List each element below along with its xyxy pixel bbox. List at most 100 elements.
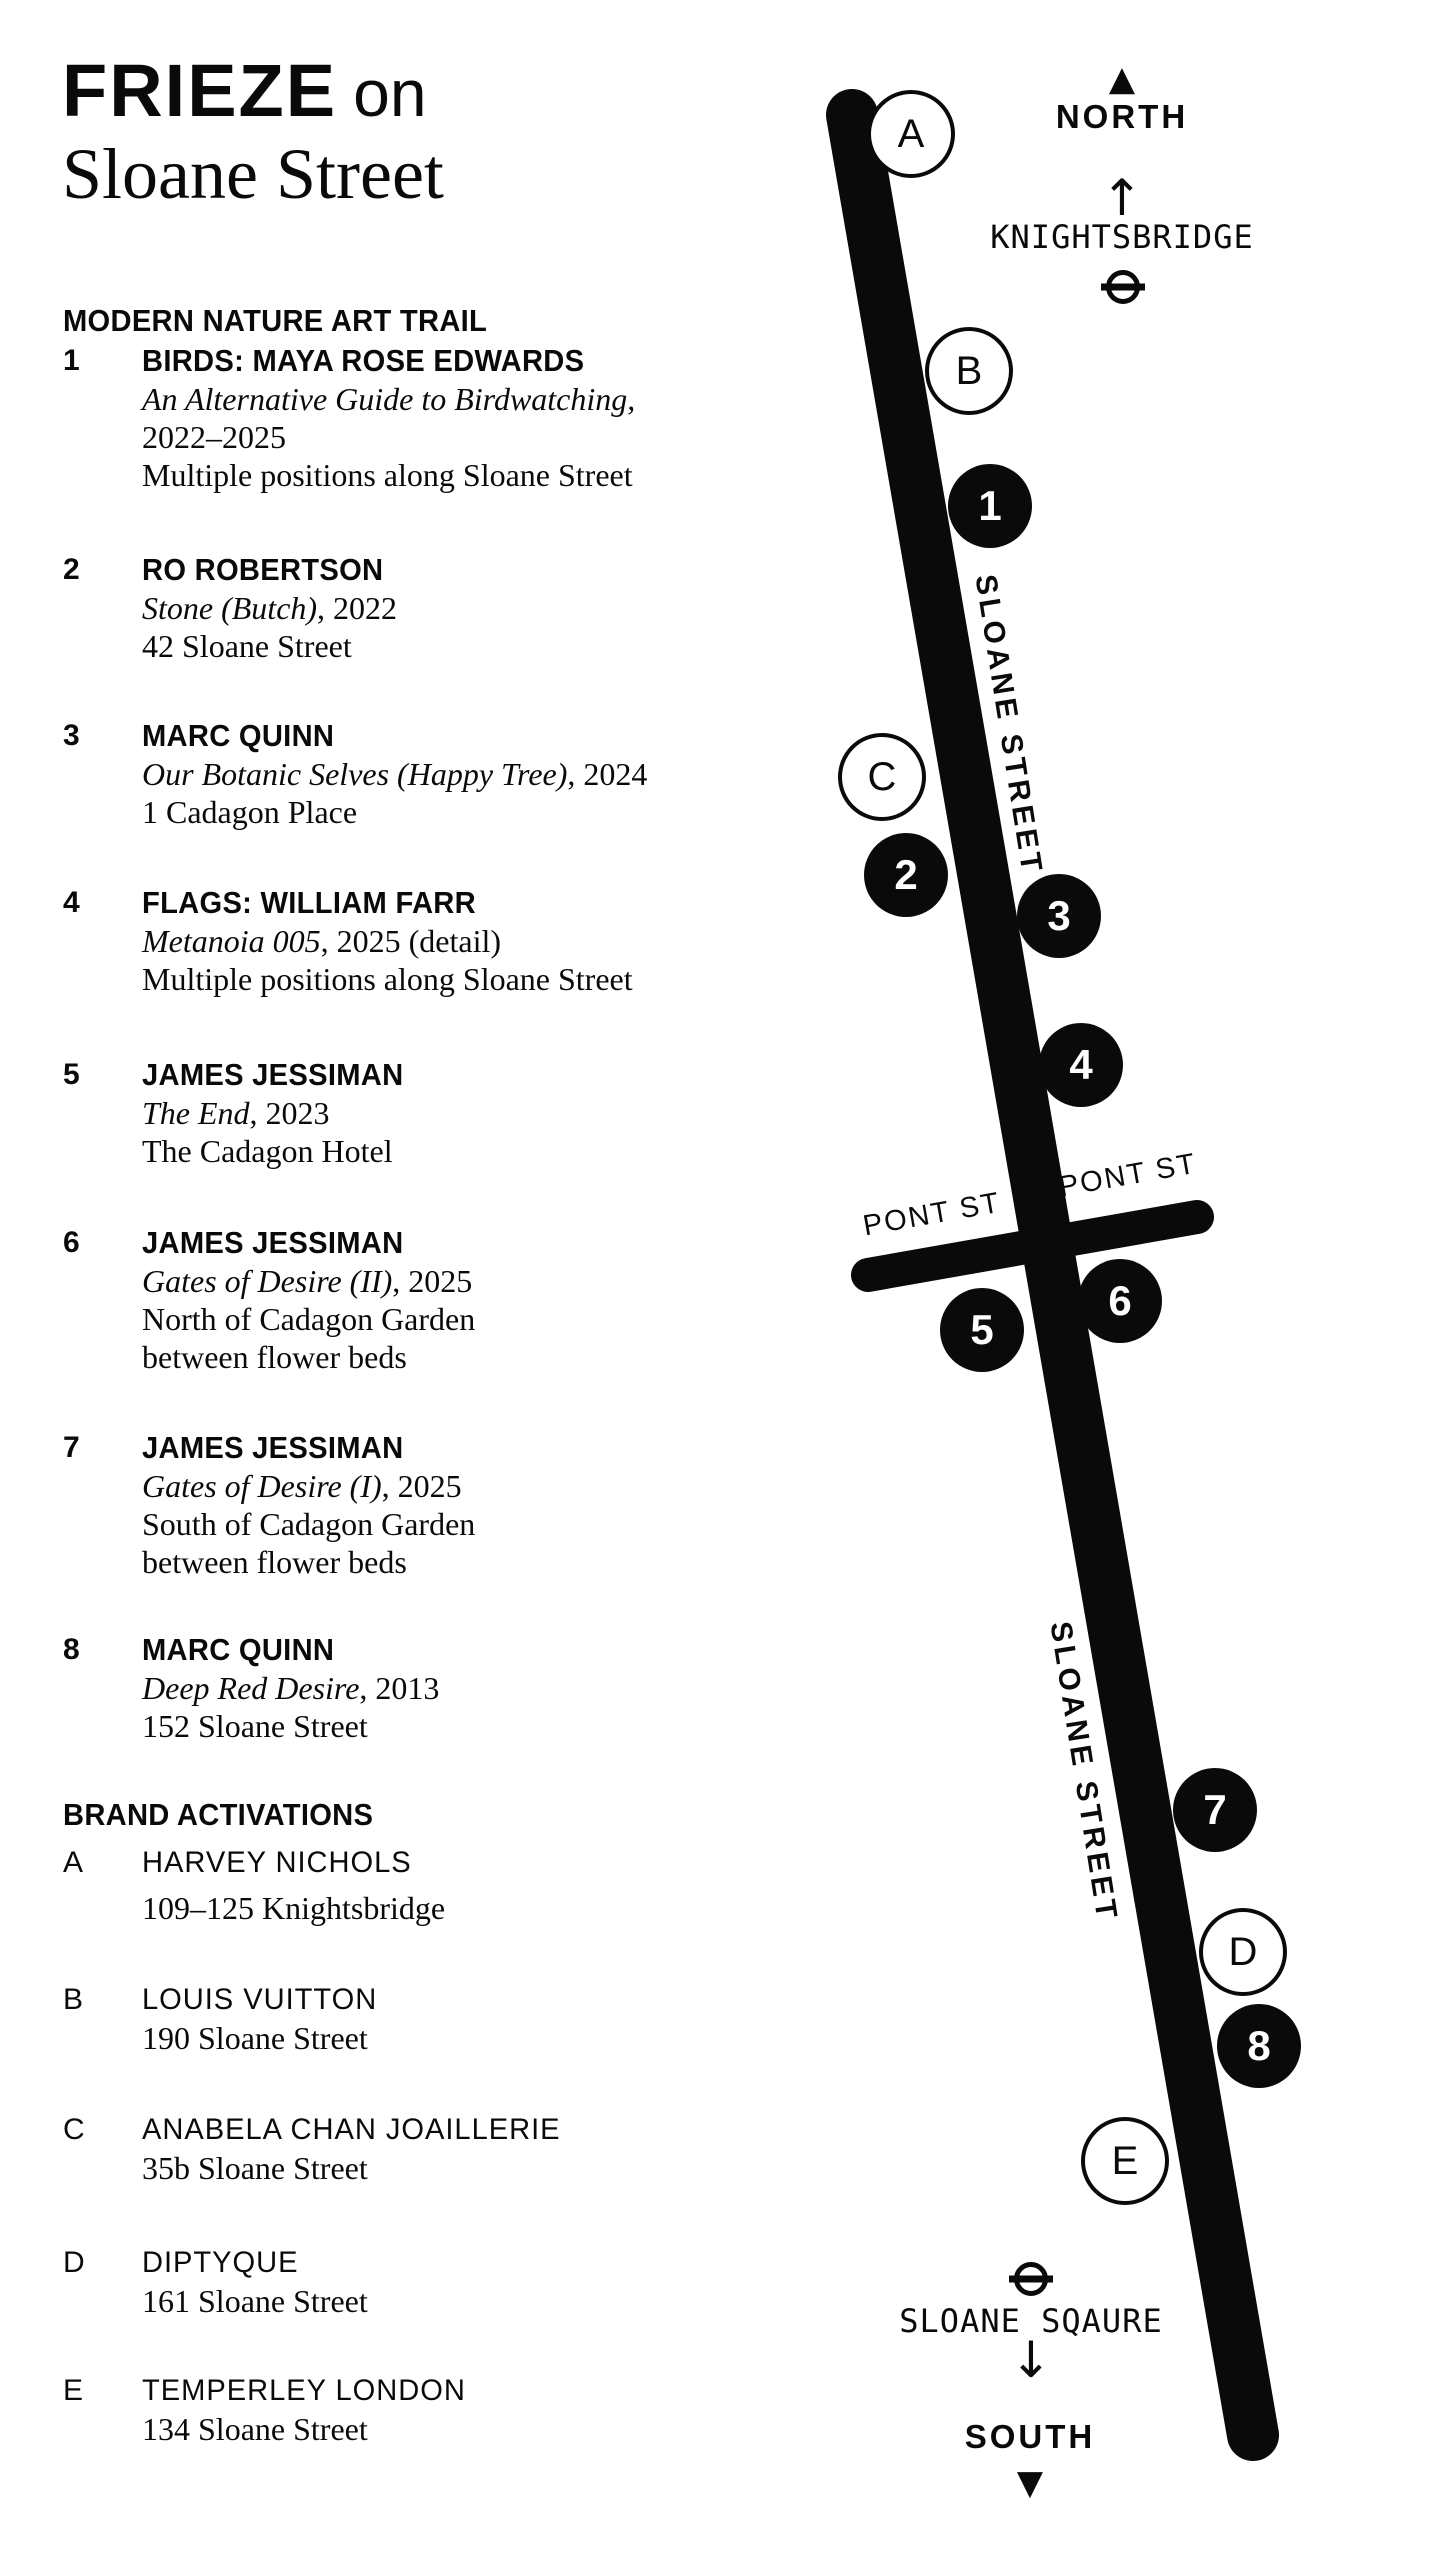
brand-section-header: BRAND ACTIVATIONS bbox=[63, 1797, 374, 1832]
title-connector: on bbox=[353, 56, 427, 130]
trail-item-number: 6 bbox=[63, 1226, 80, 1259]
pont-street-label-right: PONT ST bbox=[1056, 1147, 1200, 1204]
artwork-title: An Alternative Guide to Birdwatching, bbox=[142, 381, 636, 417]
brand-item-a: A HARVEY NICHOLS 109–125 Knightsbridge bbox=[63, 1844, 445, 1927]
artist-name: MARC QUINN bbox=[142, 1632, 335, 1667]
artist-name: MARC QUINN bbox=[142, 718, 335, 753]
trail-item-number: 3 bbox=[63, 719, 80, 752]
title-line-2: Sloane Street bbox=[62, 134, 444, 214]
sloane-street-road bbox=[826, 89, 1279, 2461]
trail-item-6: 6 JAMES JESSIMAN Gates of Desire (II), 2… bbox=[63, 1224, 475, 1376]
artwork-title: Stone (Butch), 2022 bbox=[142, 590, 398, 626]
brand-item-letter: D bbox=[63, 2246, 85, 2279]
artist-name: BIRDS: MAYA ROSE EDWARDS bbox=[142, 343, 585, 378]
artwork-location-2: between flower beds bbox=[142, 1544, 407, 1580]
north-triangle-icon: ▲ bbox=[1108, 59, 1136, 99]
trail-item-number: 7 bbox=[63, 1431, 80, 1464]
trail-section-header: MODERN NATURE ART TRAIL bbox=[63, 303, 488, 338]
artwork-title: The End, 2023 bbox=[142, 1095, 330, 1131]
map-brand-marker-d: D bbox=[1199, 1908, 1287, 1996]
artwork-location: South of Cadagon Garden bbox=[142, 1506, 476, 1542]
roundel-ring bbox=[1106, 270, 1140, 304]
artist-name: JAMES JESSIMAN bbox=[142, 1430, 404, 1465]
artist-name: JAMES JESSIMAN bbox=[142, 1225, 404, 1260]
artwork-location: 42 Sloane Street bbox=[142, 628, 352, 664]
artwork-location-2: between flower beds bbox=[142, 1339, 407, 1375]
trail-item-2: 2 RO ROBERTSON Stone (Butch), 2022 42 Sl… bbox=[63, 551, 399, 665]
artwork-location: North of Cadagon Garden bbox=[142, 1301, 476, 1337]
map-trail-marker-1: 1 bbox=[948, 464, 1032, 548]
artwork-location: 152 Sloane Street bbox=[142, 1708, 368, 1744]
brand-item-letter: A bbox=[63, 1846, 84, 1879]
brand-address: 109–125 Knightsbridge bbox=[142, 1890, 446, 1926]
brand-name: LOUIS VUITTON bbox=[142, 1983, 378, 2016]
trail-item-3: 3 MARC QUINN Our Botanic Selves (Happy T… bbox=[63, 717, 647, 831]
brand-address: 35b Sloane Street bbox=[142, 2150, 368, 2186]
sloane-street-label-upper: SLOANE STREET bbox=[968, 572, 1049, 878]
compass-north-label: NORTH bbox=[1055, 98, 1189, 135]
map-trail-marker-7: 7 bbox=[1173, 1768, 1257, 1852]
map-trail-marker-5: 5 bbox=[940, 1288, 1024, 1372]
trail-item-number: 2 bbox=[63, 553, 80, 586]
underground-roundel-icon bbox=[1101, 270, 1145, 304]
brand-item-d: D DIPTYQUE 161 Sloane Street bbox=[63, 2244, 368, 2320]
map-trail-marker-2: 2 bbox=[864, 833, 948, 917]
brand-address: 161 Sloane Street bbox=[142, 2283, 368, 2319]
artwork-years: 2022–2025 bbox=[142, 419, 286, 455]
trail-item-8: 8 MARC QUINN Deep Red Desire, 2013 152 S… bbox=[63, 1631, 439, 1745]
brand-item-e: E TEMPERLEY LONDON 134 Sloane Street bbox=[63, 2372, 476, 2448]
map-trail-marker-6: 6 bbox=[1078, 1259, 1162, 1343]
compass-south-label: SOUTH bbox=[964, 2418, 1096, 2455]
map-trail-marker-4: 4 bbox=[1039, 1023, 1123, 1107]
brand-item-letter: B bbox=[63, 1983, 84, 2016]
map-trail-marker-8: 8 bbox=[1217, 2004, 1301, 2088]
brand-name: TEMPERLEY LONDON bbox=[142, 2374, 466, 2407]
artwork-title: Deep Red Desire, 2013 bbox=[142, 1670, 440, 1706]
trail-item-4: 4 FLAGS: WILLIAM FARR Metanoia 005, 2025… bbox=[63, 884, 633, 998]
brand-name: HARVEY NICHOLS bbox=[142, 1846, 412, 1879]
frieze-wordmark: FRIEZE bbox=[62, 49, 338, 132]
brand-item-letter: C bbox=[63, 2113, 85, 2146]
brand-item-c: C ANABELA CHAN JOAILLERIE 35b Sloane Str… bbox=[63, 2111, 574, 2187]
brand-item-b: B LOUIS VUITTON 190 Sloane Street bbox=[63, 1981, 384, 2057]
pont-street-label-left: PONT ST bbox=[860, 1186, 1004, 1243]
artwork-location: Multiple positions along Sloane Street bbox=[142, 961, 633, 997]
artwork-location: The Cadagon Hotel bbox=[142, 1133, 393, 1169]
artwork-location: Multiple positions along Sloane Street bbox=[142, 457, 633, 493]
up-arrow-icon: ↑ bbox=[1101, 169, 1143, 227]
underground-roundel-icon bbox=[1009, 2262, 1053, 2296]
artwork-location: 1 Cadagon Place bbox=[142, 794, 358, 830]
trail-item-7: 7 JAMES JESSIMAN Gates of Desire (I), 20… bbox=[63, 1429, 475, 1581]
trail-item-number: 1 bbox=[63, 344, 80, 377]
map-brand-marker-e: E bbox=[1081, 2117, 1169, 2205]
down-arrow-icon: ↓ bbox=[1010, 2331, 1052, 2389]
artist-name: RO ROBERTSON bbox=[142, 552, 384, 587]
artist-name: JAMES JESSIMAN bbox=[142, 1057, 404, 1092]
artwork-title: Metanoia 005, 2025 (detail) bbox=[142, 923, 502, 959]
trail-item-number: 5 bbox=[63, 1058, 80, 1091]
artwork-title: Our Botanic Selves (Happy Tree), 2024 bbox=[142, 756, 648, 792]
trail-item-number: 4 bbox=[63, 886, 80, 919]
map-trail-marker-3: 3 bbox=[1017, 874, 1101, 958]
brand-address: 190 Sloane Street bbox=[142, 2020, 368, 2056]
station-knightsbridge-label: KNIGHTSBRIDGE bbox=[990, 218, 1254, 256]
brand-name: ANABELA CHAN JOAILLERIE bbox=[142, 2113, 561, 2146]
artwork-title: Gates of Desire (II), 2025 bbox=[142, 1263, 473, 1299]
trail-item-5: 5 JAMES JESSIMAN The End, 2023 The Cadag… bbox=[63, 1056, 420, 1170]
roundel-ring bbox=[1014, 2262, 1048, 2296]
brand-item-letter: E bbox=[63, 2374, 84, 2407]
trail-item-1: 1 BIRDS: MAYA ROSE EDWARDS An Alternativ… bbox=[63, 342, 635, 494]
map-brand-marker-a: A bbox=[867, 90, 955, 178]
map-brand-marker-b: B bbox=[925, 327, 1013, 415]
station-sloane-square-label: SLOANE SQAURE bbox=[899, 2302, 1163, 2340]
brand-name: DIPTYQUE bbox=[142, 2246, 299, 2279]
trail-item-number: 8 bbox=[63, 1633, 80, 1666]
artwork-title: Gates of Desire (I), 2025 bbox=[142, 1468, 462, 1504]
map-brand-marker-c: C bbox=[838, 733, 926, 821]
south-triangle-icon: ▼ bbox=[1016, 2463, 1044, 2503]
brand-address: 134 Sloane Street bbox=[142, 2411, 368, 2447]
sloane-street-label-lower: SLOANE STREET bbox=[1043, 1619, 1124, 1925]
